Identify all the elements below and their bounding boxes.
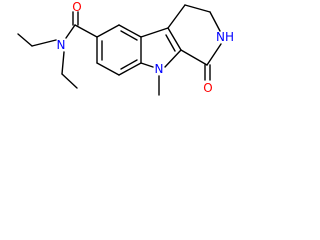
bond-c2-c3 [118, 24, 142, 38]
lactam-nitrogen-label: NH [216, 30, 234, 44]
bond-c4ring-c3ring [184, 4, 211, 13]
bond-nh-c1 [206, 43, 222, 66]
bond-c9a-n9 [164, 49, 182, 68]
bond-inner-c2-c3 [120, 30, 138, 41]
bond-c3-c3a [140, 27, 169, 38]
bond-c4-c5 [118, 62, 142, 76]
amide-oxygen-label: O [72, 0, 81, 14]
bond-skeleton [17, 4, 222, 96]
lactam-oxygen-label: O [203, 81, 212, 95]
amide-nitrogen-atom: N [57, 38, 66, 52]
bond-c1-carbonyl [74, 24, 98, 38]
bond-n-ethyl2-ch2 [61, 51, 65, 75]
bond-carbonyl-n [65, 24, 76, 39]
bond-c1-c9a [180, 49, 208, 66]
bond-c1-c2 [96, 24, 120, 38]
bond-ethyl1-ch2-ch3 [17, 33, 33, 47]
molecular-structure-diagram: O N NH N O [17, 0, 234, 96]
bond-inner-c4-c5 [120, 59, 138, 70]
lactam-oxygen-atom: O [203, 81, 212, 95]
bond-c3ring-nh [209, 11, 221, 32]
atom-labels: O N NH N O [57, 0, 234, 95]
lactam-nitrogen-atom: NH [216, 30, 234, 44]
indole-nitrogen-label: N [155, 62, 164, 76]
amide-nitrogen-label: N [57, 38, 66, 52]
bond-c3a-c4ring [167, 4, 186, 29]
bond-c5-c6 [96, 62, 120, 76]
bond-ethyl2-ch2-ch3 [61, 73, 78, 89]
bond-inner-c3a-c9a [165, 34, 176, 52]
indole-nitrogen-atom: N [155, 62, 164, 76]
amide-oxygen-atom: O [72, 0, 81, 14]
bond-n-ethyl1-ch2 [31, 39, 57, 47]
bond-n9-c4 [140, 62, 154, 68]
bond-c3a-c9a [167, 27, 182, 51]
